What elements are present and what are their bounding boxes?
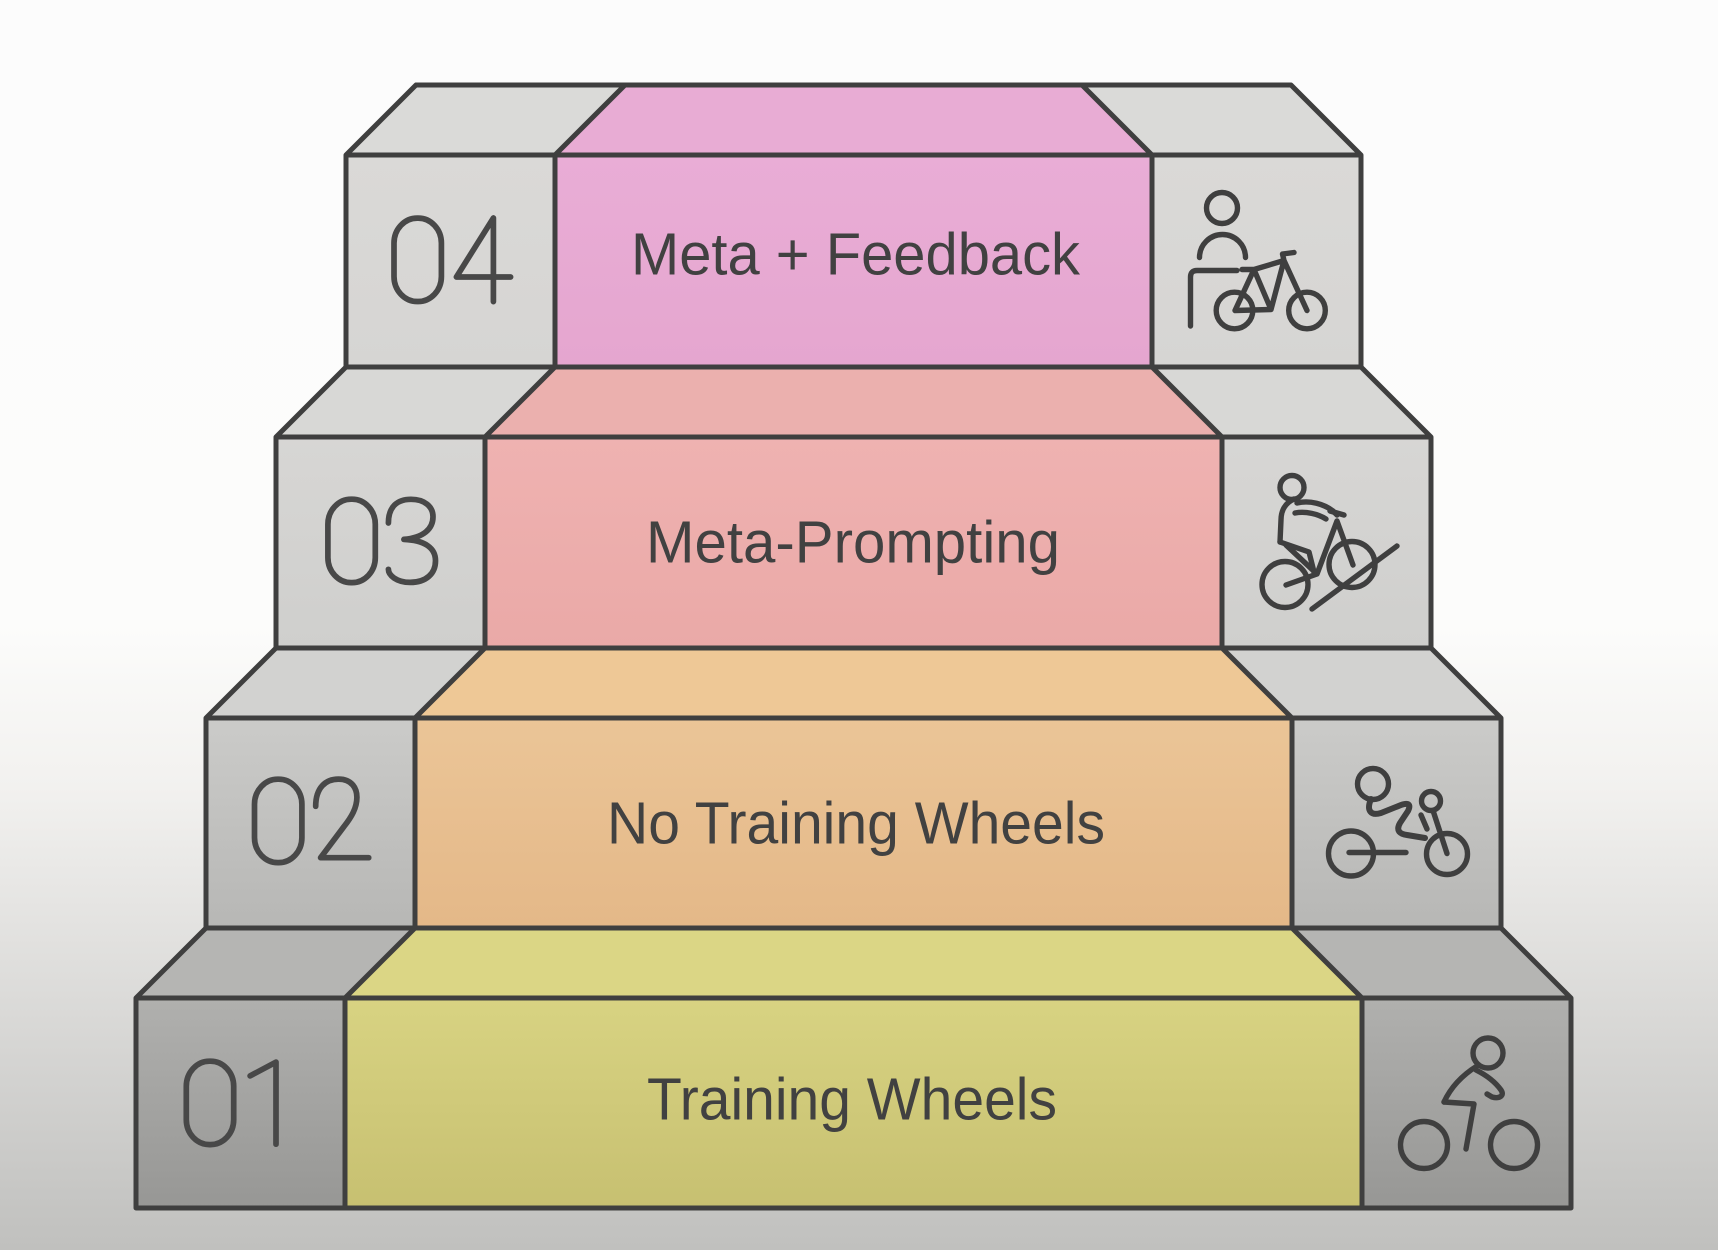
svg-text:Meta + Feedback: Meta + Feedback — [631, 221, 1080, 288]
svg-text:Training Wheels: Training Wheels — [647, 1066, 1057, 1133]
svg-text:Meta-Prompting: Meta-Prompting — [646, 509, 1060, 576]
svg-text:No Training Wheels: No Training Wheels — [607, 790, 1105, 857]
